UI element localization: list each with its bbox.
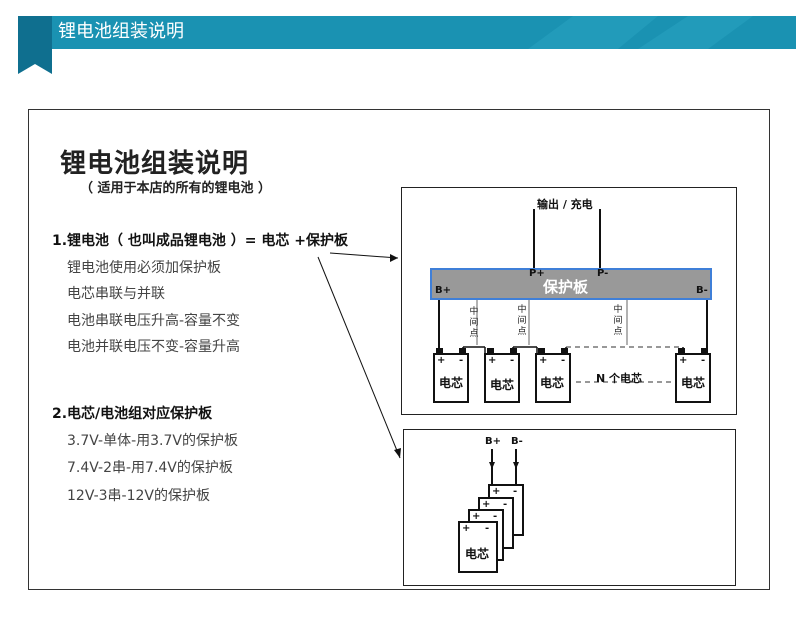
cell-terminal xyxy=(459,348,466,354)
cell-minus-sign: - xyxy=(701,355,706,366)
section1-item: 锂电池使用必须加保护板 xyxy=(67,260,221,276)
cell-plus-sign: + xyxy=(462,523,471,534)
cell-terminal xyxy=(510,348,517,354)
cell-minus-sign: - xyxy=(459,355,464,366)
cell-plus-sign: + xyxy=(482,499,491,510)
cell-minus-sign: - xyxy=(510,355,515,366)
banner-decoration xyxy=(18,16,753,74)
output-charge-label: 输出 / 充电 xyxy=(537,198,593,211)
midpoint-label: 中 间 点 xyxy=(613,305,623,337)
cell-minus-sign: - xyxy=(513,486,518,497)
cell-label: 电芯 xyxy=(439,376,464,390)
section2-item: 3.7V-单体-用3.7V的保护板 xyxy=(67,433,238,449)
cell-minus-sign: - xyxy=(561,355,566,366)
cell-plus-sign: + xyxy=(539,355,548,366)
cell-label: 电芯 xyxy=(540,376,565,390)
cell-label: 电芯 xyxy=(490,378,515,392)
section1-item: 电池并联电压不变-容量升高 xyxy=(67,339,241,355)
cell-terminal xyxy=(487,348,494,354)
midpoint-label: 中 间 点 xyxy=(469,307,479,339)
protection-board xyxy=(430,268,712,300)
section1-item: 电池串联电压升高-容量不变 xyxy=(67,313,241,329)
cell-plus-sign: + xyxy=(488,355,497,366)
cell-minus-sign: - xyxy=(485,523,490,534)
section2-item: 7.4V-2串-用7.4V的保护板 xyxy=(67,460,233,476)
cell-terminal xyxy=(701,348,708,354)
battery-cell xyxy=(458,521,498,573)
d2-b-plus-label: B+ xyxy=(485,436,502,447)
protection-board-label: 保护板 xyxy=(543,278,589,296)
section1-item: 电芯串联与并联 xyxy=(67,286,165,302)
stacked-cells-lines xyxy=(489,449,519,487)
cell-terminal xyxy=(561,348,568,354)
main-subtitle: （ 适用于本店的所有的锂电池 ） xyxy=(80,181,272,196)
main-title: 锂电池组装说明 xyxy=(60,149,250,179)
header-title: 锂电池组装说明 xyxy=(58,21,184,42)
n-cells-label: N 个电芯 xyxy=(596,372,643,385)
battery-cell xyxy=(535,353,571,403)
cell-plus-sign: + xyxy=(679,355,688,366)
battery-cell xyxy=(433,353,469,403)
midpoint-label: 中 间 点 xyxy=(517,305,527,337)
cell-terminal xyxy=(538,348,545,354)
section2-item: 12V-3串-12V的保护板 xyxy=(67,488,210,504)
cell-plus-sign: + xyxy=(437,355,446,366)
p-plus-label: P+ xyxy=(529,268,545,279)
cell-label: 电芯 xyxy=(465,547,490,561)
cell-plus-sign: + xyxy=(472,511,481,522)
battery-cell xyxy=(484,353,520,403)
content-frame xyxy=(28,109,770,590)
p-minus-label: P- xyxy=(597,268,609,279)
battery-cell xyxy=(675,353,711,403)
cell-minus-sign: - xyxy=(503,499,508,510)
b-minus-label: B- xyxy=(696,285,708,296)
section1-title: 1.锂电池（ 也叫成品锂电池 ）= 电芯 +保护板 xyxy=(52,233,349,249)
d2-b-minus-label: B- xyxy=(511,436,523,447)
cell-minus-sign: - xyxy=(493,511,498,522)
cell-terminal xyxy=(436,348,443,354)
section2-title: 2.电芯/电池组对应保护板 xyxy=(52,406,213,422)
cell-terminal xyxy=(678,348,685,354)
cell-plus-sign: + xyxy=(492,486,501,497)
cell-label: 电芯 xyxy=(681,376,706,390)
b-plus-label: B+ xyxy=(435,285,452,296)
